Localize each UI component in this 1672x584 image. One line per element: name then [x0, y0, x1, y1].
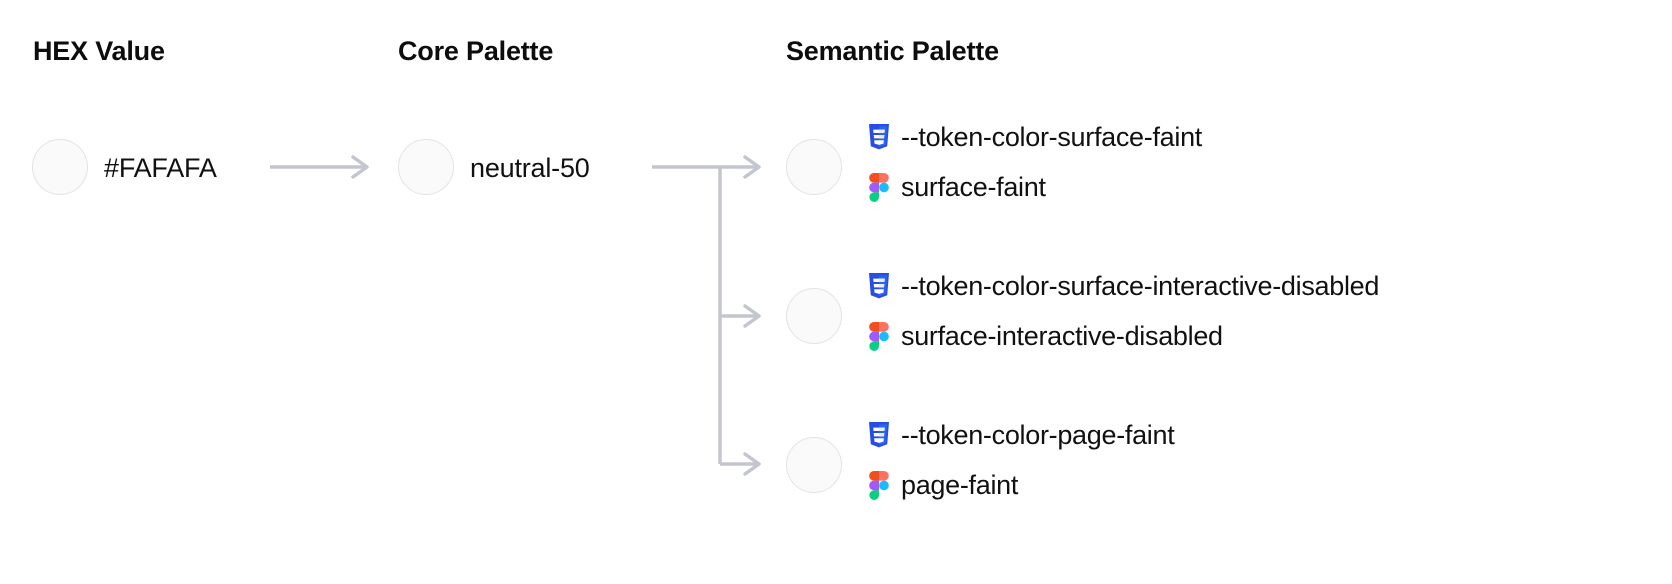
semantic-token-row: --token-color-page-faint page-faint: [866, 410, 1646, 510]
css-token-label: --token-color-page-faint: [901, 419, 1175, 450]
semantic-token-row: --token-color-surface-faint surface-fain…: [866, 112, 1646, 212]
color-swatch-semantic-2: [786, 437, 842, 493]
color-swatch-core: [398, 139, 454, 195]
css-token-label: --token-color-surface-interactive-disabl…: [901, 270, 1380, 301]
css-token-label: --token-color-surface-faint: [901, 121, 1203, 152]
column-title-semantic-palette: Semantic Palette: [786, 36, 999, 66]
css-token-line: --token-color-page-faint: [866, 410, 1646, 460]
column-title-hex-value: HEX Value: [33, 36, 165, 66]
figma-icon: [866, 470, 892, 500]
arrow-hex-to-core-icon: [270, 155, 369, 179]
css-token-line: --token-color-surface-interactive-disabl…: [866, 261, 1646, 311]
branch-connector-core-to-semantic-icon: [652, 155, 761, 476]
figma-token-label: page-faint: [901, 469, 1019, 500]
figma-token-line: surface-interactive-disabled: [866, 311, 1646, 361]
css3-icon: [866, 122, 892, 152]
hex-value-label: #FAFAFA: [104, 153, 217, 183]
color-swatch-hex: [32, 139, 88, 195]
css3-icon: [866, 420, 892, 450]
figma-icon: [866, 321, 892, 351]
figma-token-line: surface-faint: [866, 162, 1646, 212]
figma-token-line: page-faint: [866, 460, 1646, 510]
css3-icon: [866, 271, 892, 301]
figma-token-label: surface-interactive-disabled: [901, 320, 1223, 351]
semantic-token-row: --token-color-surface-interactive-disabl…: [866, 261, 1646, 361]
figma-token-label: surface-faint: [901, 171, 1046, 202]
core-palette-value-label: neutral-50: [470, 153, 590, 183]
color-swatch-semantic-1: [786, 288, 842, 344]
figma-icon: [866, 172, 892, 202]
column-title-core-palette: Core Palette: [398, 36, 554, 66]
color-swatch-semantic-0: [786, 139, 842, 195]
css-token-line: --token-color-surface-faint: [866, 112, 1646, 162]
